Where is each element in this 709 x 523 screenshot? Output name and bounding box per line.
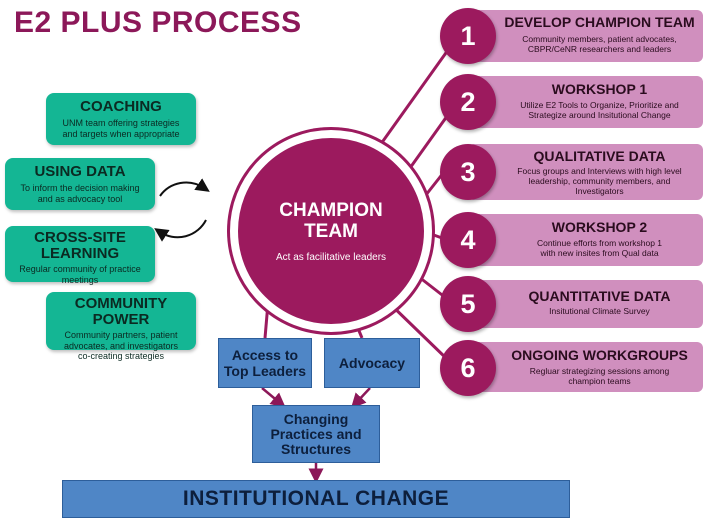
changing-practices-box: Changing Practices and Structures bbox=[252, 405, 380, 463]
step-2-number: 2 bbox=[440, 74, 496, 130]
cycle-arrows bbox=[154, 178, 210, 242]
changing-line: Structures bbox=[280, 440, 352, 457]
step-1-number: 1 bbox=[440, 8, 496, 64]
page-title: E2 PLUS PROCESS bbox=[14, 6, 302, 39]
step-6-title: ONGOING WORKGROUPS bbox=[511, 347, 688, 363]
step-desc-line: Insitutional Climate Survey bbox=[549, 306, 650, 316]
community-power-title: COMMUNITY POWER bbox=[74, 295, 168, 328]
community-power-desc: Community partners, patient advocates, a… bbox=[46, 330, 196, 362]
cross-site-learning-box: CROSS-SITE LEARNING Regular community of… bbox=[5, 226, 155, 285]
champion-team-circle: CHAMPION TEAM Act as facilitative leader… bbox=[230, 130, 432, 332]
step-desc-line: leadership, community members, and bbox=[528, 176, 671, 186]
step-4-box: WORKSHOP 2 Continue efforts from worksho… bbox=[468, 214, 703, 266]
step-3-box: QUALITATIVE DATA Focus groups and Interv… bbox=[468, 144, 703, 200]
community-power-box: COMMUNITY POWER Community partners, pati… bbox=[46, 292, 196, 361]
using-data-desc-line: and as advocacy tool bbox=[37, 193, 123, 204]
cross-site-desc-line: Regular community of practice bbox=[19, 264, 141, 274]
step-3-title: QUALITATIVE DATA bbox=[533, 148, 666, 164]
advocacy-box: Advocacy bbox=[324, 338, 420, 388]
cross-site-title-line: CROSS-SITE bbox=[34, 229, 126, 246]
step-5-desc: Insitutional Climate Survey bbox=[496, 306, 703, 316]
coaching-title: COACHING bbox=[80, 98, 162, 115]
changing-line: Practices and bbox=[270, 425, 362, 442]
step-1-desc: Community members, patient advocates, CB… bbox=[496, 34, 703, 54]
coaching-box: COACHING UNM team offering strategies an… bbox=[46, 93, 196, 145]
step-6-desc: Regluar strategizing sessions among cham… bbox=[496, 366, 703, 386]
access-to-top-leaders-box: Access to Top Leaders bbox=[218, 338, 312, 388]
step-4-desc: Continue efforts from workshop 1 with ne… bbox=[496, 238, 703, 258]
step-1-box: DEVELOP CHAMPION TEAM Community members,… bbox=[468, 10, 703, 62]
champion-title-line: TEAM bbox=[304, 221, 358, 242]
access-line: Access to bbox=[231, 347, 299, 363]
step-desc-line: Regluar strategizing sessions among bbox=[529, 366, 670, 376]
step-desc-line: Strategize around Insitutional Change bbox=[528, 110, 671, 120]
champion-desc: Act as facilitative leaders bbox=[275, 252, 387, 263]
coaching-desc: UNM team offering strategies and targets… bbox=[46, 118, 196, 139]
step-desc-line: Community members, patient advocates, bbox=[522, 34, 677, 44]
step-2-title: WORKSHOP 1 bbox=[551, 81, 648, 97]
cross-site-desc-line: meetings bbox=[61, 274, 99, 285]
step-6-box: ONGOING WORKGROUPS Regluar strategizing … bbox=[468, 342, 703, 392]
using-data-box: USING DATA To inform the decision making… bbox=[5, 158, 155, 210]
advocacy-label: Advocacy bbox=[338, 355, 406, 371]
step-3-number: 3 bbox=[440, 144, 496, 200]
step-5-title: QUANTITATIVE DATA bbox=[528, 288, 671, 304]
step-2-desc: Utilize E2 Tools to Organize, Prioritize… bbox=[496, 100, 703, 120]
flow-arrows bbox=[261, 387, 371, 484]
step-2-box: WORKSHOP 1 Utilize E2 Tools to Organize,… bbox=[468, 76, 703, 128]
step-desc-line: Continue efforts from workshop 1 bbox=[536, 238, 663, 248]
step-desc-line: Investigators bbox=[575, 186, 624, 196]
step-desc-line: with new insites from Qual data bbox=[540, 248, 659, 258]
step-4-title: WORKSHOP 2 bbox=[551, 219, 648, 235]
step-5-number: 5 bbox=[440, 276, 496, 332]
step-6-number: 6 bbox=[440, 340, 496, 396]
cross-site-learning-desc: Regular community of practice meetings bbox=[5, 264, 155, 285]
champion-title: CHAMPION TEAM bbox=[238, 200, 424, 242]
step-1-title: DEVELOP CHAMPION TEAM bbox=[504, 14, 695, 30]
community-power-desc-line: Community partners, patient bbox=[64, 330, 178, 340]
step-desc-line: Focus groups and Interviews with high le… bbox=[517, 166, 682, 176]
step-3-desc: Focus groups and Interviews with high le… bbox=[496, 166, 703, 196]
community-power-desc-line: advocates, and investigators bbox=[63, 340, 179, 351]
using-data-title: USING DATA bbox=[34, 163, 126, 180]
institutional-change-bar: INSTITUTIONAL CHANGE bbox=[62, 480, 570, 518]
cross-site-learning-title: CROSS-SITE LEARNING bbox=[5, 230, 155, 262]
access-line: Top Leaders bbox=[223, 363, 307, 379]
coaching-desc-line: and targets when appropriate bbox=[62, 128, 180, 139]
using-data-desc-line: To inform the decision making bbox=[20, 183, 140, 193]
champion-title-line: CHAMPION bbox=[279, 200, 383, 221]
step-desc-line: champion teams bbox=[568, 376, 631, 386]
changing-line: Changing bbox=[283, 410, 349, 427]
cross-site-title-line: LEARNING bbox=[40, 245, 120, 262]
step-desc-line: Utilize E2 Tools to Organize, Prioritize… bbox=[520, 100, 679, 110]
step-5-box: QUANTITATIVE DATA Insitutional Climate S… bbox=[468, 280, 703, 328]
community-power-desc-line: co-creating strategies bbox=[77, 351, 165, 361]
step-desc-line: CBPR/CeNR researchers and leaders bbox=[527, 44, 672, 54]
using-data-desc: To inform the decision making and as adv… bbox=[5, 183, 155, 204]
step-4-number: 4 bbox=[440, 212, 496, 268]
coaching-desc-line: UNM team offering strategies bbox=[62, 118, 180, 128]
